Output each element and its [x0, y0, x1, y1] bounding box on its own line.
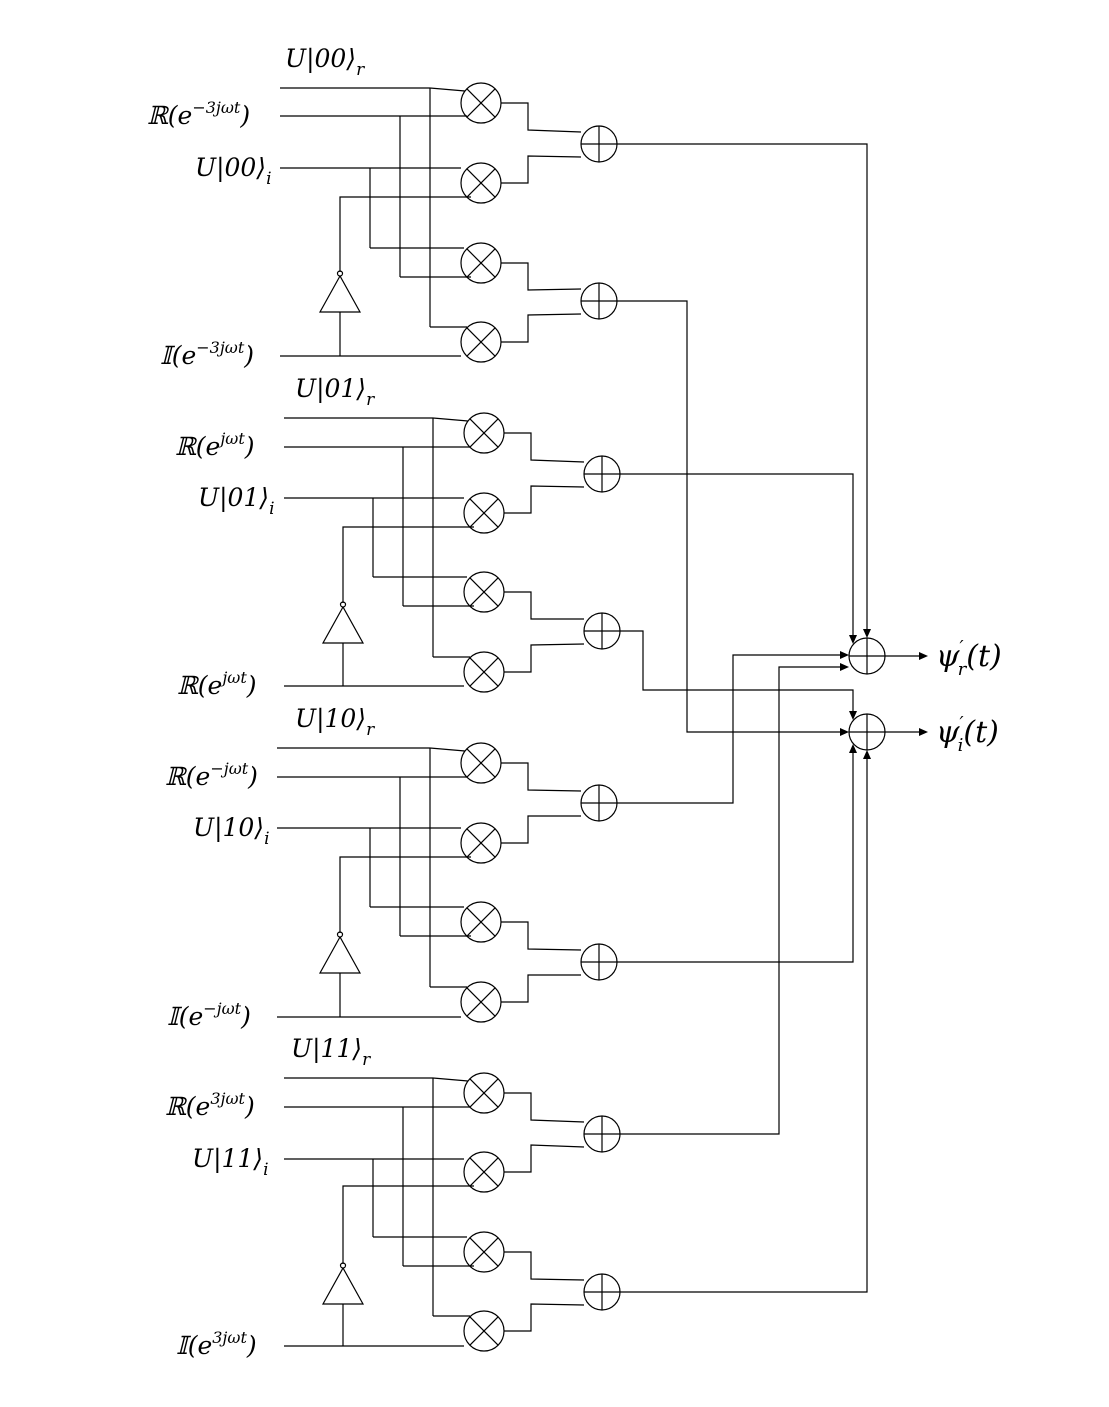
- wire: [501, 921, 582, 951]
- arrow-icon: [840, 728, 849, 736]
- input-label-carrier-imag: 𝕀(e−jωt): [167, 999, 251, 1031]
- wire: [342, 526, 474, 603]
- wire: [617, 143, 868, 636]
- wire: [504, 1251, 585, 1281]
- wire: [501, 313, 582, 343]
- wire: [504, 1092, 585, 1123]
- wire: [617, 300, 847, 733]
- adder-icon: [583, 1115, 621, 1153]
- multiplier-icon: [463, 492, 505, 534]
- multiplier-icon: [463, 1231, 505, 1273]
- block-10: U|10⟩rℝ(e−jωt) U|10⟩i𝕀(e−jωt): [165, 704, 618, 1031]
- wire: [339, 856, 471, 933]
- adder-icon: [583, 612, 621, 650]
- arrow-icon: [849, 711, 857, 720]
- wire: [620, 630, 854, 718]
- multiplier-icon: [460, 162, 502, 204]
- multiplier-icon: [463, 651, 505, 693]
- wire: [504, 1144, 585, 1173]
- adder-icon: [848, 637, 886, 675]
- block-11: U|11⟩rℝ(e3jωt) U|11⟩i𝕀(e3jωt): [165, 1034, 621, 1360]
- inverter-icon: [318, 270, 362, 313]
- wire: [429, 747, 466, 752]
- wire: [504, 432, 585, 463]
- block-01: U|01⟩rℝ(ejωt)U|01⟩iℝ(ejωt): [175, 374, 621, 700]
- wire: [620, 752, 868, 1293]
- wire: [504, 485, 585, 514]
- multiplier-icon: [460, 981, 502, 1023]
- wire: [501, 155, 582, 184]
- arrow-icon: [919, 728, 928, 736]
- output-label-imag: ψ′i(t): [936, 713, 999, 756]
- adder-icon: [580, 282, 618, 320]
- wire: [620, 666, 847, 1135]
- adder-icon: [580, 784, 618, 822]
- input-label-imag-coef: U|01⟩i: [198, 483, 275, 519]
- wire: [504, 1303, 585, 1332]
- input-label-imag-coef: U|00⟩i: [195, 153, 272, 189]
- adder-icon: [580, 943, 618, 981]
- output-label-real: ψ′r(t): [936, 637, 1002, 680]
- multiplier-icon: [460, 901, 502, 943]
- arrow-icon: [863, 750, 871, 759]
- wire: [617, 746, 854, 963]
- wire: [339, 196, 471, 272]
- input-label-real-coef: U|01⟩r: [295, 374, 375, 410]
- wire: [501, 762, 582, 792]
- wire: [501, 815, 581, 844]
- wire: [504, 643, 585, 673]
- wire: [429, 87, 466, 92]
- wire: [432, 417, 469, 422]
- adder-icon: [848, 713, 886, 751]
- input-label-carrier-imag: 𝕀(e−3jωt): [160, 338, 254, 370]
- adder-icon: [580, 125, 618, 163]
- arrow-icon: [919, 652, 928, 660]
- multiplier-icon: [460, 742, 502, 784]
- input-label-imag-coef: U|11⟩i: [192, 1144, 269, 1180]
- wire: [501, 974, 581, 1003]
- wire: [620, 473, 854, 642]
- wire: [501, 102, 582, 133]
- multiplier-icon: [460, 321, 502, 363]
- wire: [617, 654, 847, 804]
- multiplier-icon: [463, 1151, 505, 1193]
- arrow-icon: [840, 651, 849, 659]
- inverter-icon: [318, 931, 362, 974]
- inverter-icon: [321, 1262, 365, 1305]
- input-label-imag-coef: U|10⟩i: [193, 813, 270, 849]
- multiplier-icon: [463, 1072, 505, 1114]
- input-label-real-coef: U|10⟩r: [295, 704, 375, 740]
- input-label-real-coef: U|00⟩r: [285, 44, 365, 80]
- wire: [432, 1077, 469, 1082]
- input-label-carrier-imag: ℝ(ejωt): [177, 668, 257, 700]
- multiplier-icon: [460, 822, 502, 864]
- multiplier-icon: [463, 571, 505, 613]
- block-00: U|00⟩rℝ(e−3jωt) U|00⟩i𝕀(e−3jωt): [147, 44, 618, 370]
- inverter-icon: [321, 601, 365, 644]
- input-label-carrier-real: ℝ(ejωt): [175, 429, 255, 461]
- multiplier-icon: [463, 412, 505, 454]
- multiplier-icon: [460, 82, 502, 124]
- output-routing: [617, 143, 928, 1293]
- wire: [342, 1185, 474, 1264]
- arrow-icon: [849, 744, 857, 753]
- adder-icon: [583, 1273, 621, 1311]
- input-label-carrier-real: ℝ(e3jωt): [165, 1089, 255, 1121]
- wire: [504, 591, 584, 620]
- arrow-icon: [863, 629, 871, 638]
- wire: [501, 262, 582, 291]
- adder-icon: [583, 455, 621, 493]
- input-label-real-coef: U|11⟩r: [291, 1034, 371, 1070]
- arrow-icon: [840, 663, 849, 671]
- multiplier-icon: [460, 242, 502, 284]
- input-label-carrier-imag: 𝕀(e3jωt): [176, 1328, 257, 1360]
- arrow-icon: [849, 635, 857, 644]
- input-label-carrier-real: ℝ(e−3jωt): [147, 98, 250, 130]
- multiplier-icon: [463, 1310, 505, 1352]
- input-label-carrier-real: ℝ(e−jωt): [165, 759, 258, 791]
